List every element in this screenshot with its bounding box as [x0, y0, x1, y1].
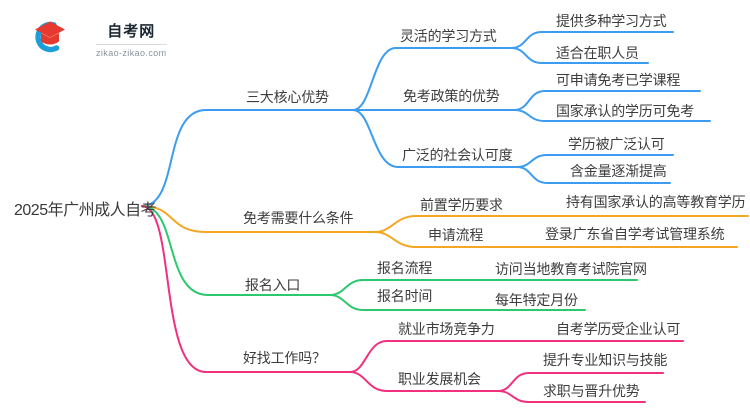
line-exemption-conditions-trunk — [141, 205, 376, 233]
node-registration-entry[interactable]: 报名入口 — [245, 277, 301, 293]
node-exemption-policy[interactable]: 免考政策的优势 — [403, 88, 500, 104]
branch-core-advantages — [141, 31, 711, 207]
line-social-recognition — [352, 109, 518, 168]
node-multiple-methods[interactable]: 提供多种学习方式 — [556, 13, 667, 29]
node-hold-recognized-degree[interactable]: 持有国家承认的高等教育学历 — [566, 194, 746, 210]
branch-exemption-conditions — [141, 205, 749, 248]
node-apply-exemption[interactable]: 可申请免考已学课程 — [556, 72, 681, 88]
zikao-logo-icon — [35, 21, 65, 53]
line-prerequisite-education — [374, 215, 749, 233]
line-flexible-learning — [352, 47, 512, 111]
logo-domain: zikao-zikao.com — [96, 48, 167, 58]
node-suitable-working[interactable]: 适合在职人员 — [556, 45, 639, 61]
line-improve-skills — [497, 372, 664, 392]
line-suitable-working — [510, 47, 649, 64]
node-career-development[interactable]: 职业发展机会 — [398, 371, 481, 387]
node-prerequisite-education[interactable]: 前置学历要求 — [420, 197, 503, 213]
branch-employment — [141, 205, 684, 403]
logo-text-block: 自考网 zikao-zikao.com — [96, 20, 167, 58]
line-job-promotion — [497, 390, 646, 403]
line-registration-entry-trunk — [141, 205, 331, 296]
line-job-market — [349, 340, 684, 373]
line-registration-time — [329, 294, 586, 311]
node-specific-months[interactable]: 每年特定月份 — [495, 292, 578, 308]
node-rising-value[interactable]: 含金量逐渐提高 — [570, 163, 667, 179]
node-improve-skills[interactable]: 提升专业知识与技能 — [543, 352, 668, 368]
line-career-development — [349, 371, 499, 392]
node-visit-local-exam-site[interactable]: 访问当地教育考试院官网 — [495, 261, 647, 277]
line-application-process — [374, 231, 738, 248]
node-registration-process[interactable]: 报名流程 — [377, 260, 433, 276]
line-rising-value — [516, 166, 671, 184]
node-exemption-conditions[interactable]: 免考需要什么条件 — [243, 210, 354, 226]
line-recognized-exempt — [513, 109, 711, 122]
node-application-process[interactable]: 申请流程 — [428, 227, 484, 243]
node-widely-recognized[interactable]: 学历被广泛认可 — [568, 136, 665, 152]
node-job-promotion[interactable]: 求职与晋升优势 — [543, 383, 640, 399]
node-core-advantages[interactable]: 三大核心优势 — [246, 89, 329, 105]
node-employer-recognized[interactable]: 自考学历受企业认可 — [556, 321, 681, 337]
node-flexible-learning[interactable]: 灵活的学习方式 — [400, 28, 497, 44]
branch-registration-entry — [141, 205, 638, 311]
line-employment-trunk — [141, 205, 351, 373]
root-node[interactable]: 2025年广州成人自考 — [14, 202, 157, 219]
node-registration-time[interactable]: 报名时间 — [377, 288, 433, 304]
node-social-recognition[interactable]: 广泛的社会认可度 — [402, 147, 513, 163]
site-logo: 自考网 zikao-zikao.com — [30, 20, 167, 58]
node-login-gd-system[interactable]: 登录广东省自学考试管理系统 — [545, 226, 725, 242]
node-recognized-exempt[interactable]: 国家承认的学历可免考 — [556, 103, 694, 119]
line-core-advantages-trunk — [141, 109, 354, 207]
logo-title: 自考网 — [96, 20, 167, 45]
node-job-market[interactable]: 就业市场竞争力 — [398, 321, 495, 337]
node-easy-to-find-job[interactable]: 好找工作吗？ — [243, 350, 326, 366]
